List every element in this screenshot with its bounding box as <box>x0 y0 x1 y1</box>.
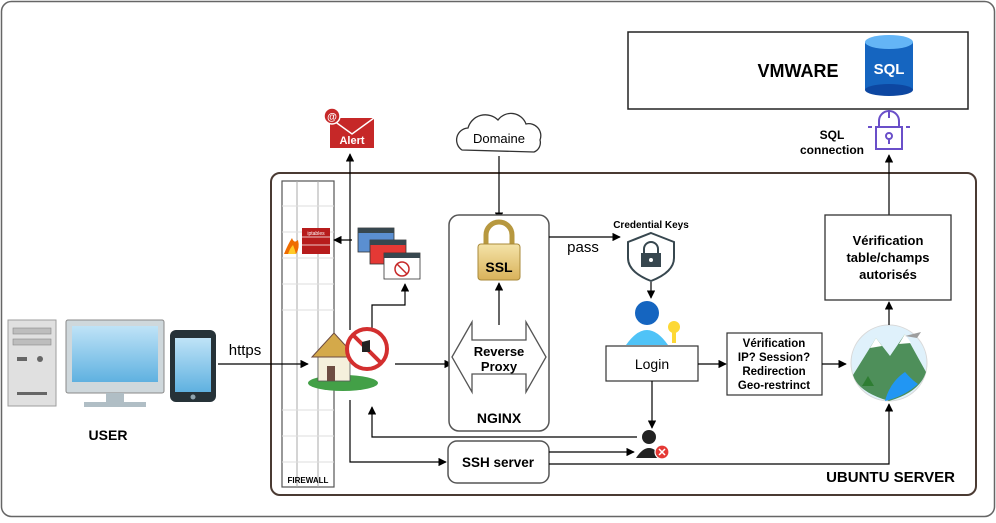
sql-db-label: SQL <box>874 61 905 78</box>
https-label: https <box>229 342 262 359</box>
verif-access-box <box>726 332 823 396</box>
verif-table-line3: autorisés <box>859 267 917 282</box>
sql-connection-lock-icon <box>868 110 910 150</box>
access-denied-icon <box>636 430 670 460</box>
sql-connection-line2: connection <box>800 143 864 157</box>
sql-connection-line1: SQL <box>820 128 845 142</box>
domaine-label: Domaine <box>473 131 525 146</box>
ssl-lock-icon: SSL <box>477 219 521 281</box>
monitor-icon <box>65 319 165 407</box>
ssh-server-label: SSH server <box>462 455 535 470</box>
ubuntu-server-label: UBUNTU SERVER <box>826 469 955 486</box>
reverse-proxy-line1: Reverse <box>474 344 525 359</box>
pass-label: pass <box>567 239 599 256</box>
ssh-server-box <box>447 440 550 484</box>
vmware-title: VMWARE <box>758 61 839 81</box>
login-user-icon <box>626 301 680 345</box>
reverse-proxy-line2: Proxy <box>481 359 518 374</box>
login-label: Login <box>635 356 669 372</box>
desktop-tower-icon <box>7 319 57 407</box>
iptables-icon: iptables <box>284 228 330 254</box>
arrow-denied-to-firewall <box>367 406 637 438</box>
login-box <box>605 345 699 382</box>
arrow-to-windows <box>371 283 410 330</box>
nginx-label: NGINX <box>477 410 522 426</box>
reverse-proxy-arrow: Reverse Proxy <box>451 319 547 395</box>
verif-access-line2: IP? Session? <box>738 352 810 364</box>
arrow-ssh-to-app <box>549 403 894 465</box>
verif-access-line3: Redirection <box>742 366 805 378</box>
application-icon <box>850 324 928 402</box>
smartphone-icon <box>170 330 216 402</box>
ssl-label: SSL <box>485 259 513 275</box>
firewall: FIREWALL <box>281 180 335 488</box>
arrow-firewall-to-ssh <box>349 400 447 467</box>
verif-table-box <box>824 214 952 301</box>
ubuntu-server-frame <box>270 172 977 496</box>
log-windows-icon <box>357 227 421 280</box>
iptables-label: iptables <box>307 231 325 237</box>
credential-shield-icon <box>627 231 675 283</box>
verif-access-line4: Geo-restrinct <box>738 380 810 392</box>
verif-table-line1: Vérification <box>853 233 924 248</box>
firewall-label: FIREWALL <box>288 476 329 485</box>
alert-label: Alert <box>339 135 364 147</box>
domaine-cloud: Domaine <box>455 112 542 153</box>
svg-text:@: @ <box>327 112 337 123</box>
credential-keys-label: Credential Keys <box>613 220 689 231</box>
sql-database-icon: SQL <box>865 35 913 96</box>
verif-table-line2: table/champs <box>846 250 929 265</box>
user-label: USER <box>89 427 128 443</box>
alert-icon: @ Alert <box>323 107 375 148</box>
verif-access-line1: Vérification <box>743 338 806 350</box>
blocked-house-icon <box>308 327 389 391</box>
